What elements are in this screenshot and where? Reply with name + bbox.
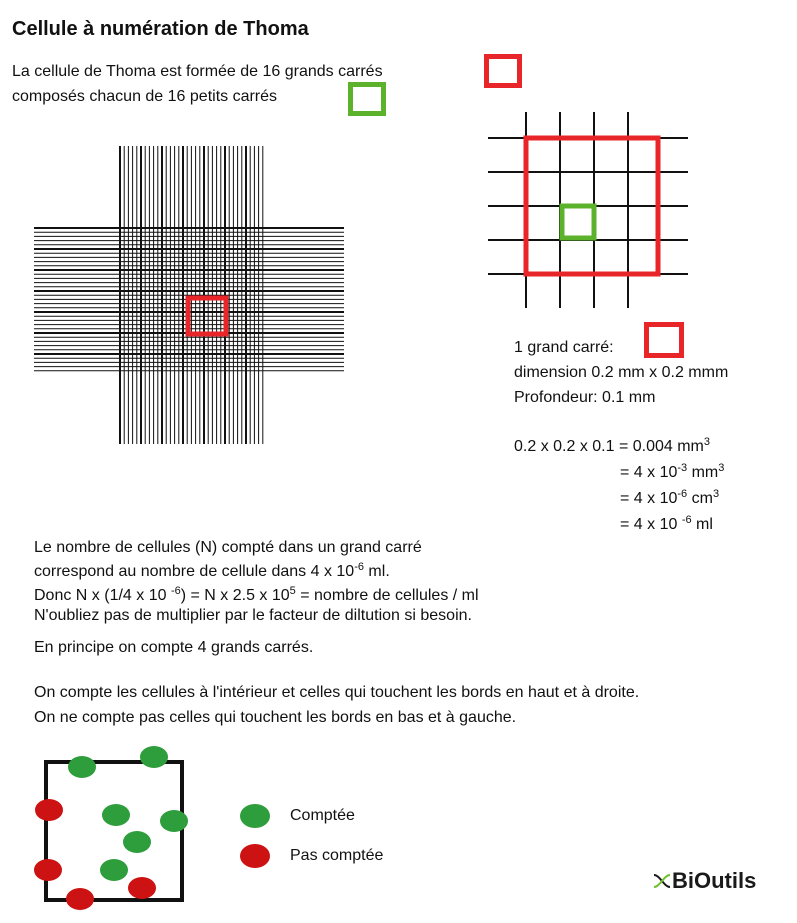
- counting-square: [44, 760, 184, 902]
- big-square-depth: Profondeur: 0.1 mm: [514, 389, 656, 406]
- small-square-legend-icon: [348, 82, 386, 116]
- calc-line-1: 0.2 x 0.2 x 0.1 = 0.004 mm3: [514, 436, 711, 456]
- big-square-label: 1 grand carré:: [514, 339, 614, 356]
- big-square-icon: [644, 322, 684, 358]
- explanation-line-6: On compte les cellules à l'intérieur et …: [34, 684, 640, 701]
- explanation-line-3: Donc N x (1/4 x 10 -6) = N x 2.5 x 105 =…: [34, 585, 479, 605]
- big-square-dimension: dimension 0.2 mm x 0.2 mmm: [514, 364, 729, 381]
- calc-line-4: = 4 x 10 -6 ml: [620, 514, 713, 534]
- explanation-line-7: On ne compte pas celles qui touchent les…: [34, 709, 517, 726]
- calc-line-2: = 4 x 10-3 mm3: [620, 462, 725, 482]
- highlighted-large-square: [185, 295, 229, 337]
- counted-cells: [68, 746, 188, 881]
- legend-not-counted: Pas comptée: [290, 847, 384, 864]
- explanation-line-5: En principe on compte 4 grands carrés.: [34, 639, 314, 656]
- dna-helix-icon: [653, 874, 671, 888]
- counted-legend-dot: [240, 804, 270, 828]
- legend-counted: Comptée: [290, 807, 355, 824]
- biooutils-logo: BiOutils: [652, 868, 756, 894]
- not-counted-legend-dot: [240, 844, 270, 868]
- thoma-grid-illustration: [34, 146, 344, 444]
- explanation-line-2: correspond au nombre de cellule dans 4 x…: [34, 561, 390, 581]
- enlarged-grid-diagram: [488, 112, 688, 308]
- counting-example-diagram: [34, 746, 188, 910]
- intro-line-2: composés chacun de 16 petits carrés: [12, 88, 278, 105]
- calc-line-3: = 4 x 10-6 cm3: [620, 488, 720, 508]
- explanation-line-4: N'oubliez pas de multiplier par le facte…: [34, 607, 472, 624]
- explanation-line-1: Le nombre de cellules (N) compté dans un…: [34, 539, 422, 556]
- uncounted-cells: [34, 799, 156, 910]
- intro-line-1: La cellule de Thoma est formée de 16 gra…: [12, 63, 383, 80]
- small-square-outline: [559, 203, 597, 241]
- large-square-legend-icon: [484, 54, 522, 88]
- large-square-outline: [523, 135, 661, 277]
- page-title: Cellule à numération de Thoma: [12, 18, 309, 40]
